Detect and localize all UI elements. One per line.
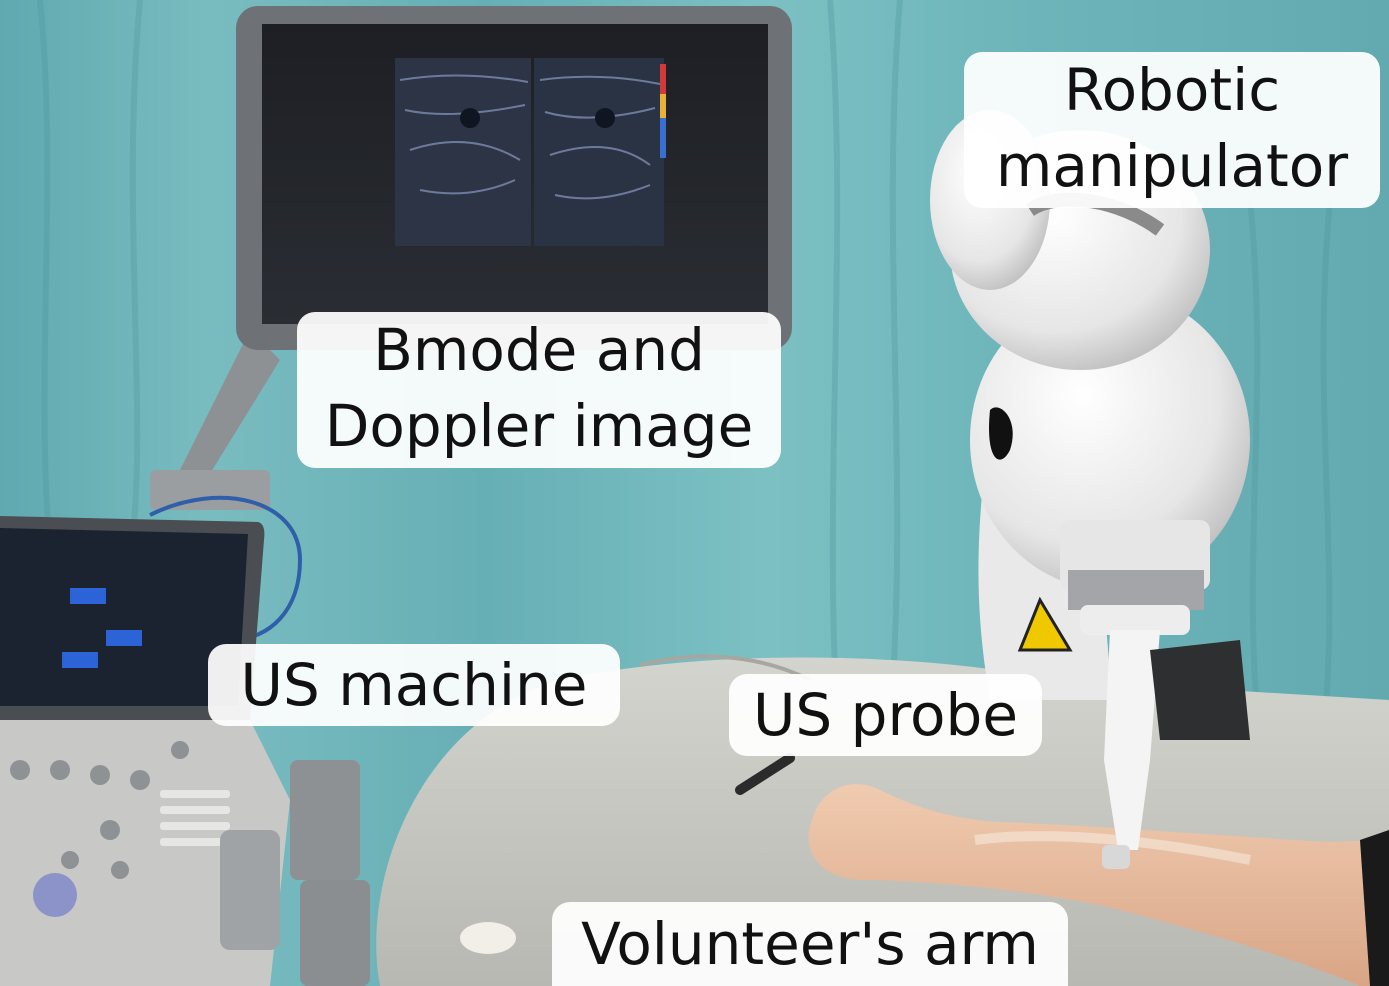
label-us-machine: US machine [208, 644, 620, 726]
us-probe [1104, 630, 1160, 850]
robot-elbow [970, 290, 1250, 590]
label-robotic-manipulator-line1: Robotic [1063, 56, 1281, 124]
label-us-probe: US probe [729, 674, 1042, 756]
label-bmode-doppler-line2: Doppler image [324, 392, 754, 460]
volunteer-arm [808, 784, 1389, 986]
us-machine-console [0, 720, 290, 986]
label-bmode-doppler-line1: Bmode and [373, 316, 705, 384]
monitor-arm [180, 330, 280, 490]
label-bmode-doppler: Bmode and Doppler image [297, 312, 781, 468]
label-volunteer-arm: Volunteer's arm [552, 902, 1068, 986]
label-robotic-manipulator: Robotic manipulator [964, 52, 1380, 208]
label-robotic-manipulator-line2: manipulator [995, 132, 1349, 200]
